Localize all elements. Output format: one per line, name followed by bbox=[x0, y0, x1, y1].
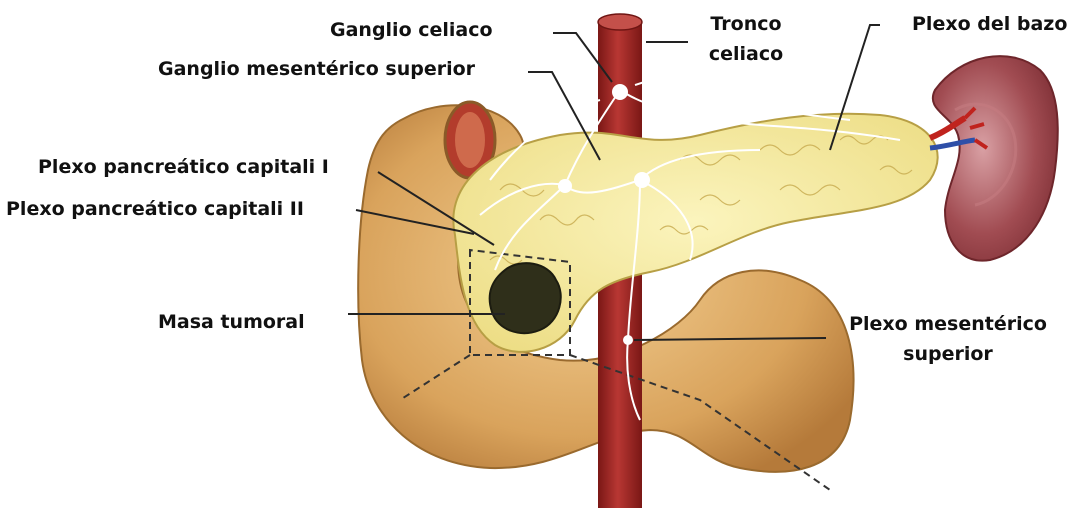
label-ganglio-mesenterico-superior: Ganglio mesentérico superior bbox=[158, 57, 475, 81]
label-tronco-celiaco-line2: celiaco bbox=[696, 42, 796, 66]
label-plexo-mesenterico-superior-line1: Plexo mesentérico bbox=[838, 312, 1058, 336]
label-plexo-mesenterico-superior-line2: superior bbox=[838, 342, 1058, 366]
label-ganglio-celiaco: Ganglio celiaco bbox=[330, 18, 493, 42]
label-plexo-pancreatico-capitali-2: Plexo pancreático capitali II bbox=[6, 197, 304, 221]
label-plexo-pancreatico-capitali-1: Plexo pancreático capitali I bbox=[38, 155, 329, 179]
spleen bbox=[933, 56, 1058, 261]
label-plexo-del-bazo: Plexo del bazo bbox=[912, 12, 1067, 36]
label-masa-tumoral: Masa tumoral bbox=[158, 310, 305, 334]
tumor-mass bbox=[490, 263, 561, 333]
label-tronco-celiaco-line1: Tronco bbox=[696, 12, 796, 36]
